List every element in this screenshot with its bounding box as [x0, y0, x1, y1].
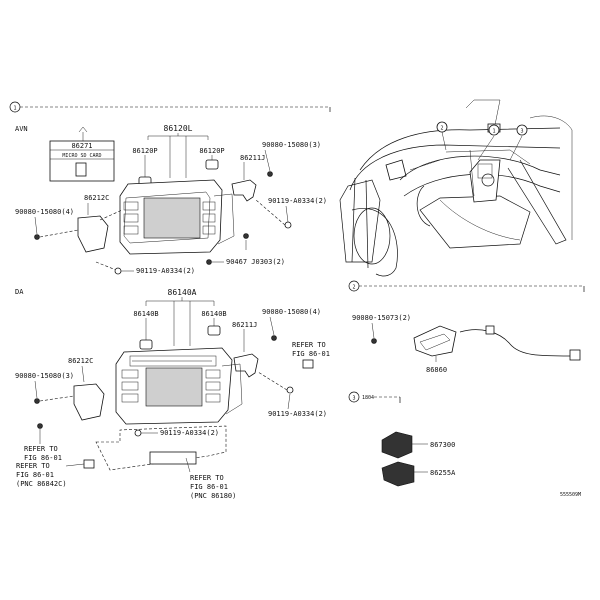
- svg-text:1: 1: [492, 129, 495, 135]
- da-bracket-left: [73, 383, 105, 421]
- avn-clip-right: [284, 221, 292, 229]
- micro-sd-card-label: MICRO SD CARD: [62, 153, 101, 159]
- avn-screw-right-label: 90080-15080(3): [262, 141, 321, 149]
- s2-screw-label: 90080-15073(2): [352, 314, 411, 322]
- avn-head-unit: [119, 179, 235, 255]
- da-knob-right: [207, 325, 221, 336]
- da-refer-right-line1: REFER TO: [292, 341, 326, 349]
- da-screw-right-label: 90080-15080(4): [262, 308, 321, 316]
- da-bracket-right: [233, 353, 259, 378]
- da-screw-left-lower: [37, 423, 43, 429]
- avn-display-screen: [143, 197, 201, 239]
- s3-part-86255a: [381, 461, 415, 487]
- da-90119-right-label: 90119-A0334(2): [268, 410, 327, 418]
- callout-marker-3: [516, 124, 528, 136]
- s3-part-b-label: 86255A: [430, 469, 456, 477]
- avn-86212c-label: 86212C: [84, 194, 109, 202]
- avn-86120l-label: 86120L: [164, 124, 193, 133]
- avn-screw-bottom: [206, 259, 212, 265]
- da-86140b-right-label: 86140B: [201, 310, 226, 318]
- section-2-marker: 2: [352, 285, 355, 291]
- s3-part-a-label: 867300: [430, 441, 455, 449]
- s3-part-867300: [381, 431, 413, 459]
- micro-sd-card-icon: [75, 162, 87, 177]
- avn-screw-left-label: 90080-15080(4): [15, 208, 74, 216]
- avn-86120p-right-label: 86120P: [199, 147, 224, 155]
- svg-text:FIG 86-01: FIG 86-01: [190, 483, 228, 491]
- svg-text:FIG 86-01: FIG 86-01: [24, 454, 62, 462]
- section-1: 1 AVN 86271 MICRO SD CARD 86120L 86120P …: [9, 101, 331, 500]
- section-3-marker-circle: [348, 391, 360, 403]
- da-screw-left: [34, 398, 40, 404]
- da-86212c-label: 86212C: [68, 357, 93, 365]
- svg-text:3: 3: [520, 129, 523, 135]
- svg-text:FIG 86-01: FIG 86-01: [16, 471, 54, 479]
- avn-90119-bottom-label: 90119-A0334(2): [136, 267, 195, 275]
- avn-bracket-left: [77, 215, 109, 253]
- da-connector-right: [302, 359, 314, 369]
- callout-marker-1: [488, 124, 500, 136]
- avn-90467-label: 90467 J0303(2): [226, 258, 285, 266]
- da-bottom-module: [149, 451, 197, 465]
- da-clip-right: [286, 386, 294, 394]
- svg-text:2: 2: [440, 126, 443, 132]
- vehicle-interior-illustration: [339, 99, 573, 277]
- section-3-note: 1804: [362, 395, 374, 401]
- da-group-label: DA: [15, 288, 24, 296]
- avn-90119-right-label: 90119-A0334(2): [268, 197, 327, 205]
- da-86140a-label: 86140A: [168, 288, 197, 297]
- da-refer-left-b: REFER TO FIG 86-01 (PNC 86842C): [16, 462, 67, 488]
- da-knob-left: [139, 339, 153, 350]
- callout-marker-2: [436, 121, 448, 133]
- avn-knob-right: [205, 159, 219, 170]
- section-2: 2 90080-15073(2) 86860: [348, 280, 585, 374]
- da-screw-right: [271, 335, 277, 341]
- avn-screw-left: [34, 234, 40, 240]
- s2-unit-label: 86860: [426, 366, 447, 374]
- da-refer-bottom: REFER TO FIG 86-01 (PNC 86180): [190, 474, 236, 500]
- da-90119-center-label: 90119-A0334(2): [160, 429, 219, 437]
- da-connector-left: [83, 459, 95, 469]
- avn-86120p-left-label: 86120P: [132, 147, 157, 155]
- avn-screw-lower-right: [243, 233, 249, 239]
- s2-harness: [459, 329, 571, 357]
- s2-unit-86860: [413, 325, 457, 357]
- avn-group-label: AVN: [15, 125, 28, 133]
- da-86211j-label: 86211J: [232, 321, 257, 329]
- s2-screw: [371, 338, 377, 344]
- da-clip-center: [134, 429, 142, 437]
- da-screw-left-label: 90080-15080(3): [15, 372, 74, 380]
- svg-text:REFER TO: REFER TO: [24, 445, 58, 453]
- callout-markers: 2 1 3: [436, 121, 528, 136]
- footer-code: 555509M: [560, 492, 581, 498]
- da-head-unit: [115, 347, 243, 425]
- avn-clip-bottom: [114, 267, 122, 275]
- da-86140b-left-label: 86140B: [133, 310, 158, 318]
- avn-86211j-label: 86211J: [240, 154, 265, 162]
- svg-text:REFER TO: REFER TO: [16, 462, 50, 470]
- section-3-marker: 3: [352, 396, 355, 402]
- avn-screw-right: [267, 171, 273, 177]
- da-refer-left-a: REFER TO FIG 86-01: [24, 445, 62, 462]
- section-3: 3 1804 867300 86255A: [348, 391, 456, 487]
- section-1-marker: 1: [13, 106, 16, 112]
- svg-text:REFER TO: REFER TO: [190, 474, 224, 482]
- micro-sd-card-part-number: 86271: [71, 142, 92, 150]
- avn-bracket-right: [231, 179, 257, 202]
- svg-text:(PNC 86842C): (PNC 86842C): [16, 480, 67, 488]
- da-display-screen: [145, 367, 203, 407]
- da-refer-right-line2: FIG 86-01: [292, 350, 330, 358]
- svg-text:(PNC 86180): (PNC 86180): [190, 492, 236, 500]
